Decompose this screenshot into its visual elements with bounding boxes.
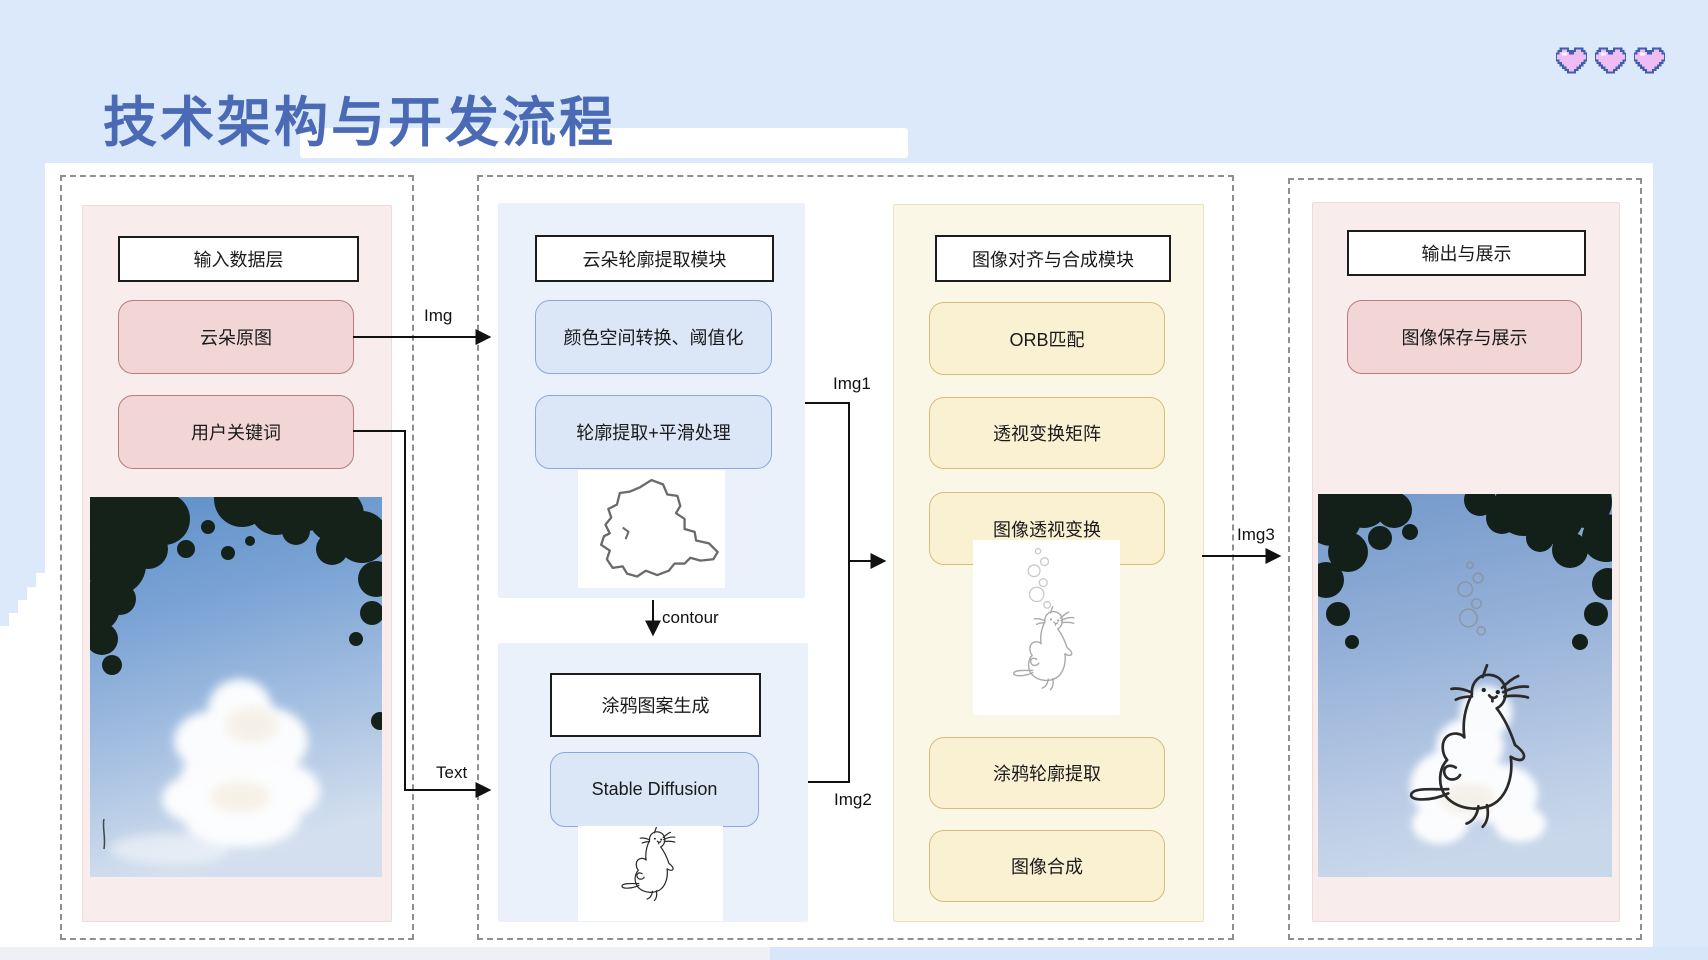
arrow-label-text: Text <box>436 763 468 782</box>
node-contour-smooth: 轮廓提取+平滑处理 <box>535 395 772 469</box>
pixel-step <box>27 587 45 600</box>
content-card-left-extension <box>0 640 45 947</box>
arrow-label-img: Img <box>424 306 453 325</box>
bottom-strip-right <box>770 947 1708 960</box>
doodle-module-header-label: 涂鸦图案生成 <box>601 696 710 716</box>
node-cloud-original-image: 云朵原图 <box>118 300 354 374</box>
node-label: 透视变换矩阵 <box>993 424 1101 444</box>
result-photo <box>1318 494 1612 877</box>
cloud-contour-sketch <box>578 470 725 588</box>
bottom-strip-left <box>0 947 770 960</box>
cloud-photo <box>90 497 382 877</box>
warped-seal-art <box>1012 547 1075 691</box>
hearts-decoration <box>1556 46 1676 76</box>
node-label: 颜色空间转换、阈值化 <box>563 328 744 348</box>
node-label: 云朵原图 <box>200 328 272 348</box>
foliage <box>90 497 382 730</box>
node-perspective-matrix: 透视变换矩阵 <box>929 397 1165 469</box>
output-panel-header-label: 输出与展示 <box>1421 244 1512 264</box>
node-label: 图像合成 <box>1011 857 1083 877</box>
cloud-contour-art <box>599 478 719 578</box>
node-color-space-threshold: 颜色空间转换、阈值化 <box>535 300 772 374</box>
title-highlight <box>300 128 908 158</box>
page-title: 技术架构与开发流程 <box>103 93 616 153</box>
arrow-label-img3: Img3 <box>1237 525 1275 544</box>
contour-module-header-label: 云朵轮廓提取模块 <box>582 249 727 270</box>
output-panel-header: 输出与展示 <box>1347 230 1586 276</box>
pixel-heart-icon <box>1595 46 1626 74</box>
result-photo-art <box>1318 494 1612 877</box>
pixel-step <box>36 573 45 587</box>
twig <box>102 818 106 850</box>
node-label: 用户关键词 <box>191 423 281 443</box>
output-dashed-container <box>1288 178 1642 940</box>
node-label: 图像透视变换 <box>993 519 1101 540</box>
pixel-step <box>0 626 45 640</box>
contour-module-header: 云朵轮廓提取模块 <box>535 235 774 282</box>
seal-doodle-art <box>621 826 676 902</box>
align-module-header: 图像对齐与合成模块 <box>935 235 1171 282</box>
node-image-composite: 图像合成 <box>929 830 1165 902</box>
pixel-heart-icon <box>1556 46 1587 74</box>
cloud-blobs <box>110 679 320 865</box>
node-stable-diffusion: Stable Diffusion <box>550 752 759 827</box>
pixel-step <box>9 613 45 626</box>
arrow-label-img1: Img1 <box>833 374 871 393</box>
input-panel-header-label: 输入数据层 <box>193 250 284 270</box>
node-label: 轮廓提取+平滑处理 <box>576 423 731 443</box>
pixel-step <box>18 600 45 613</box>
node-doodle-contour-extract: 涂鸦轮廓提取 <box>929 737 1165 809</box>
warped-seal-sketch <box>973 540 1120 715</box>
cloud-photo-art <box>90 497 382 877</box>
node-user-keywords: 用户关键词 <box>118 395 354 469</box>
foliage <box>1318 494 1612 650</box>
arrow-label-img2: Img2 <box>834 790 872 809</box>
doodle-module-header: 涂鸦图案生成 <box>550 673 761 737</box>
align-module-header-label: 图像对齐与合成模块 <box>972 249 1134 270</box>
cloud-warm-light <box>210 707 278 813</box>
arrow-label-contour: contour <box>662 608 719 627</box>
input-panel-header: 输入数据层 <box>118 236 359 282</box>
node-orb-matching: ORB匹配 <box>929 302 1165 375</box>
node-label: 图像保存与展示 <box>1401 328 1528 348</box>
node-label: 涂鸦轮廓提取 <box>993 764 1101 784</box>
node-label: Stable Diffusion <box>591 779 718 799</box>
pixel-heart-icon <box>1634 46 1665 74</box>
seal-doodle-sketch <box>578 826 723 921</box>
node-label: ORB匹配 <box>1009 329 1085 350</box>
node-image-save-display: 图像保存与展示 <box>1347 300 1582 374</box>
